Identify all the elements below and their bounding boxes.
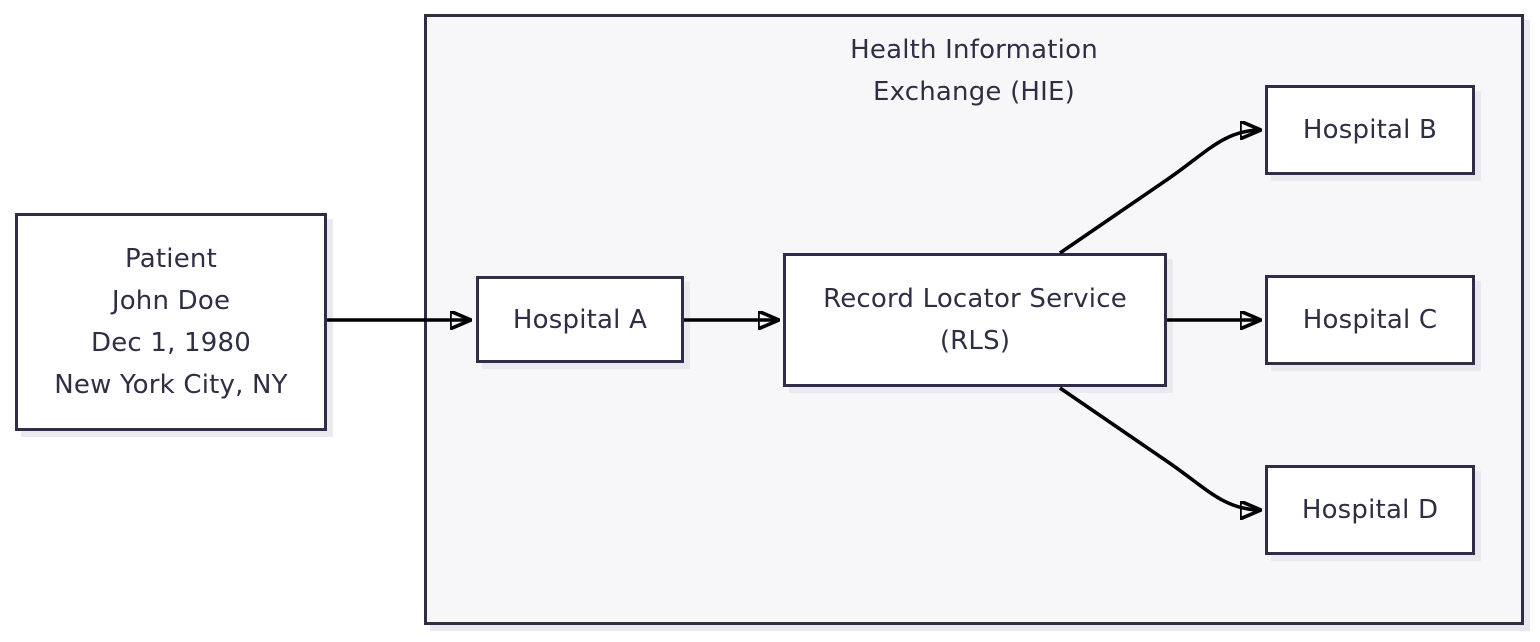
hospital-d-node: Hospital D — [1265, 465, 1475, 555]
hospital-d-label: Hospital D — [1301, 495, 1439, 525]
hospital-b-node: Hospital B — [1265, 85, 1475, 175]
hie-title-line2: Exchange (HIE) — [872, 77, 1076, 107]
patient-dob: Dec 1, 1980 — [90, 328, 251, 358]
patient-node: Patient John Doe Dec 1, 1980 New York Ci… — [15, 213, 327, 431]
rls-label-line2: (RLS) — [939, 326, 1011, 356]
hie-title-line1: Health Information — [850, 35, 1098, 65]
hospital-c-label: Hospital C — [1302, 305, 1438, 335]
patient-name: John Doe — [111, 286, 231, 316]
hospital-c-node: Hospital C — [1265, 275, 1475, 365]
patient-label: Patient — [125, 244, 217, 274]
hospital-b-label: Hospital B — [1302, 115, 1438, 145]
hospital-a-node: Hospital A — [476, 276, 684, 363]
patient-location: New York City, NY — [54, 370, 288, 400]
hospital-a-label: Hospital A — [512, 304, 648, 335]
rls-node: Record Locator Service (RLS) — [783, 253, 1167, 387]
hie-title: Health Information Exchange (HIE) — [427, 29, 1521, 113]
rls-label-line1: Record Locator Service — [823, 284, 1127, 314]
